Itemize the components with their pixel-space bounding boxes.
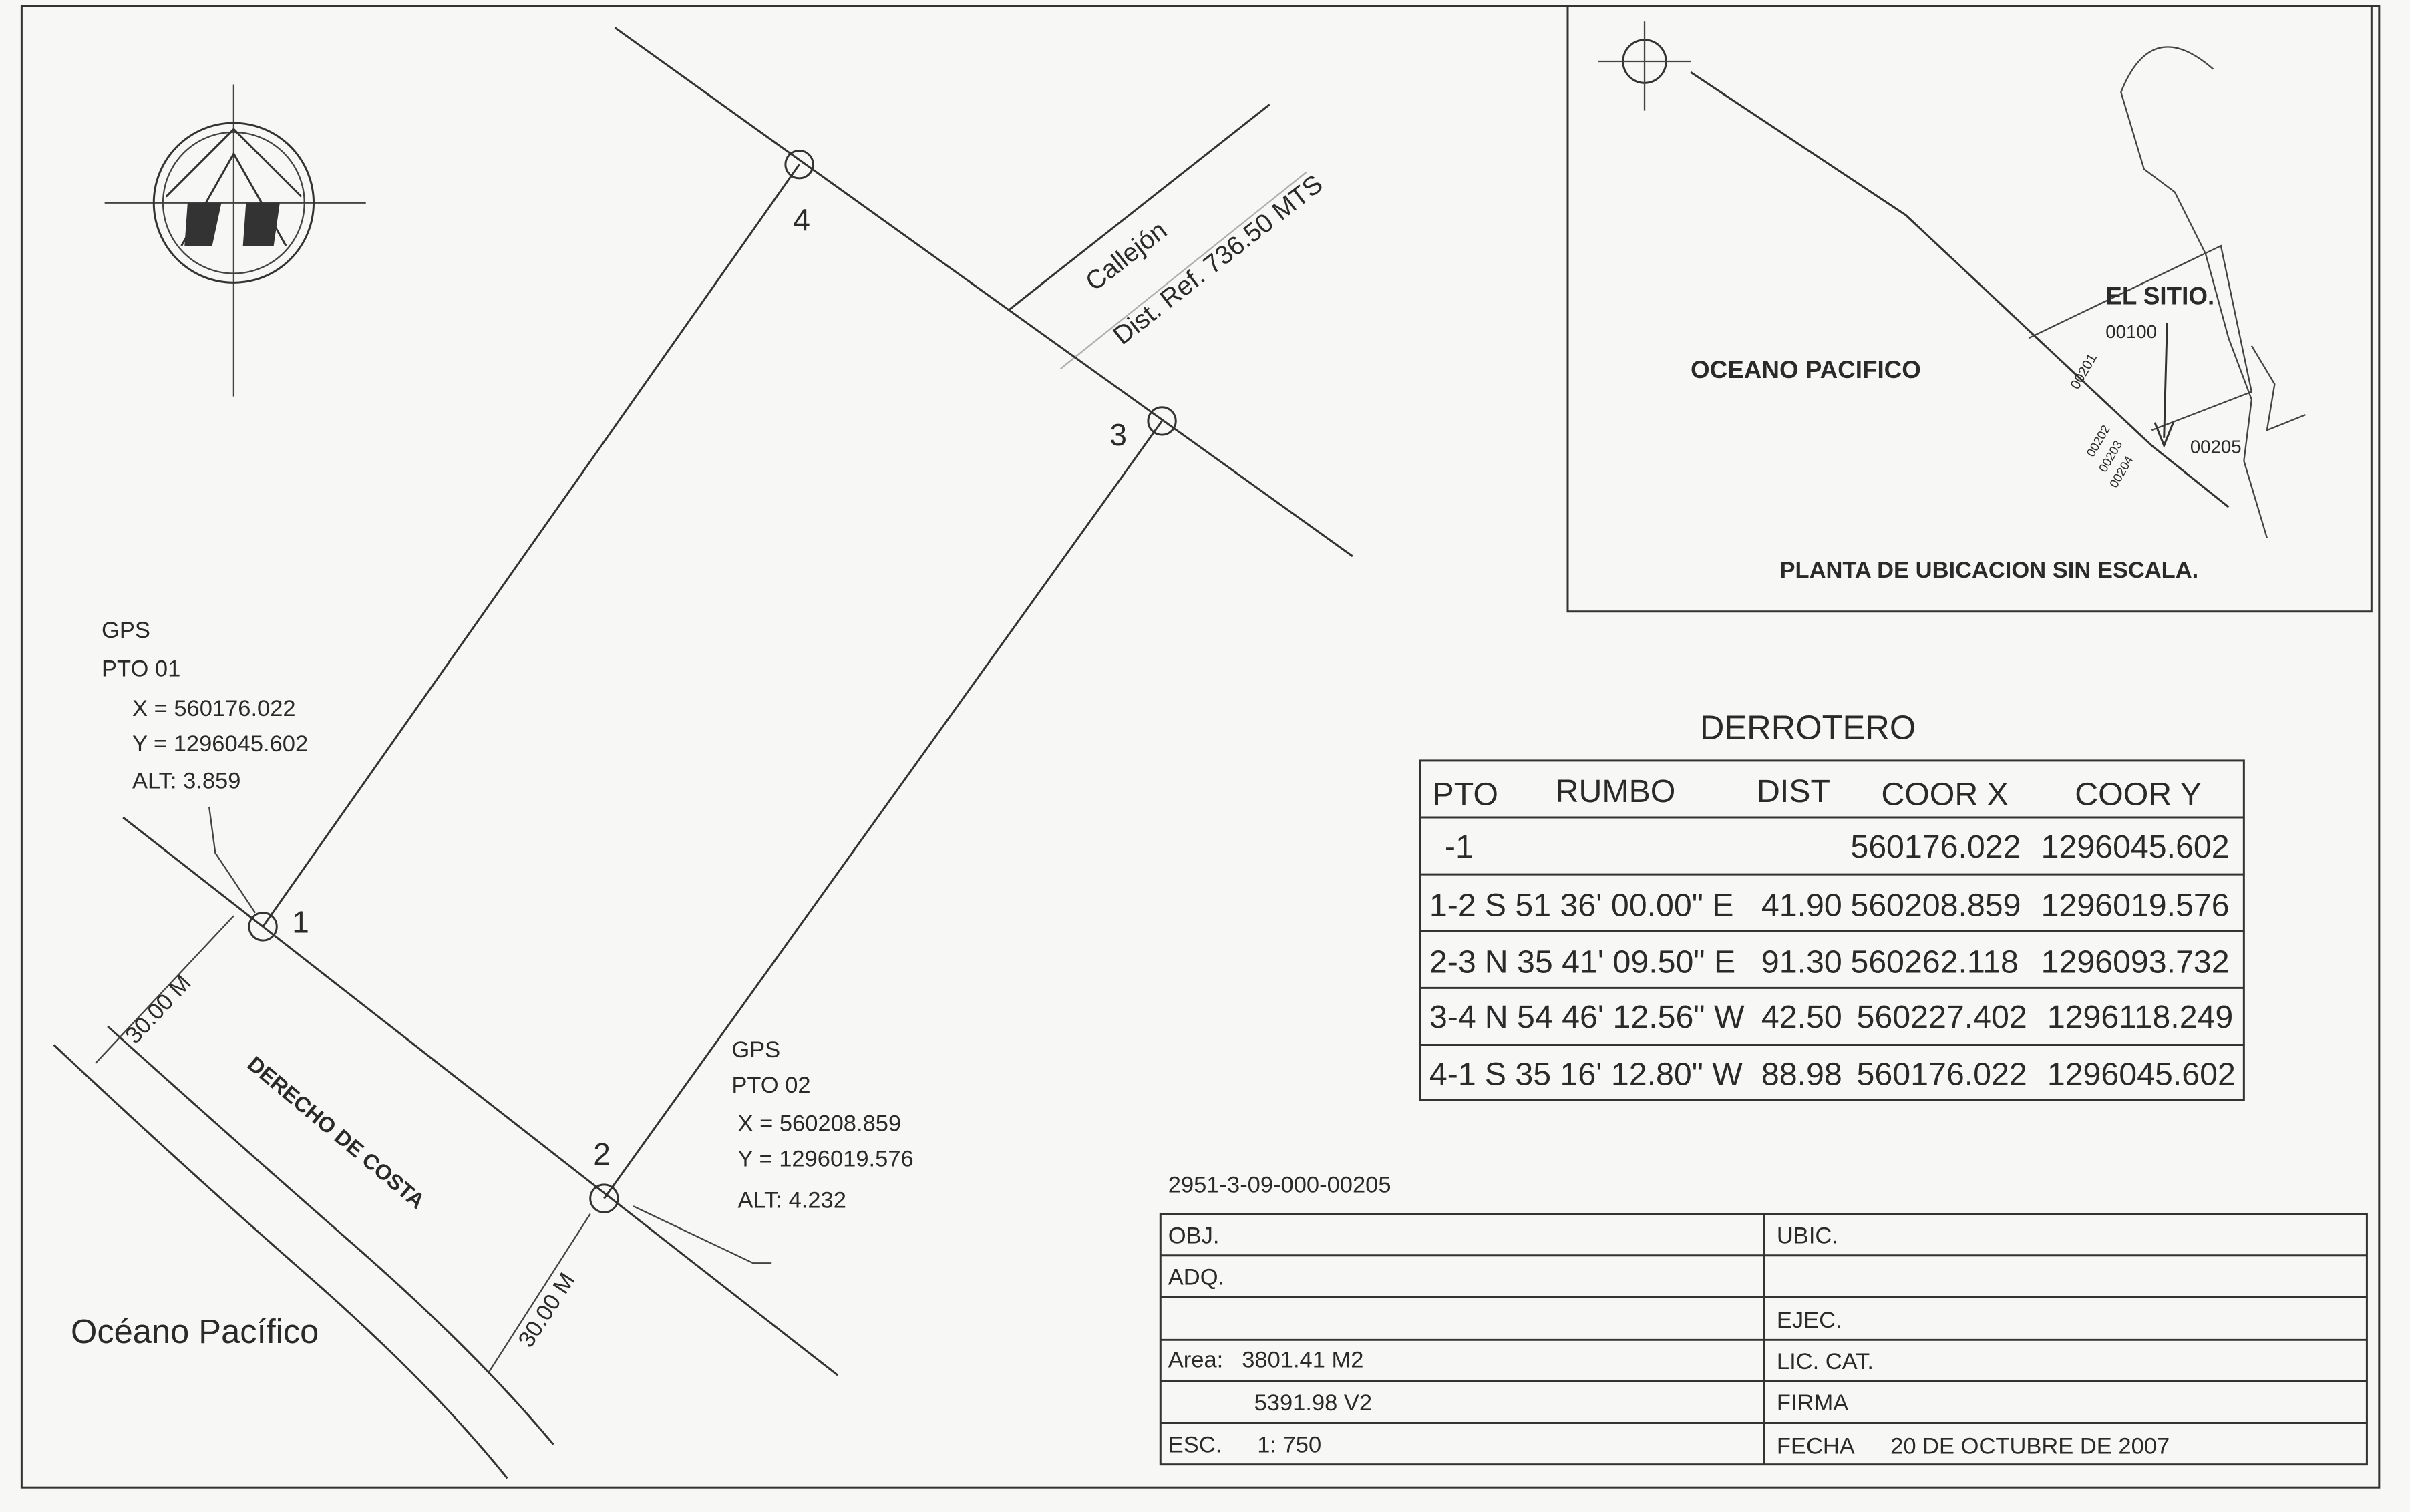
area-m2-value: 3801.41 M2 — [1242, 1348, 1363, 1373]
header-rumbo: RUMBO — [1556, 773, 1676, 809]
esc-label: ESC. — [1168, 1432, 1222, 1457]
lot-boundary — [53, 27, 1353, 1479]
ubic-label: UBIC. — [1777, 1223, 1838, 1248]
sheet-border — [20, 5, 2381, 1489]
table-row: 2-3 N 35 41' 09.50" E 91.30 560262.118 1… — [1429, 944, 2230, 980]
row-pto: -1 — [1445, 829, 1474, 865]
lic-cat-label: LIC. CAT. — [1777, 1349, 1874, 1374]
gps1-y: Y = 1296045.602 — [132, 731, 308, 757]
point-3-label: 3 — [1109, 417, 1127, 452]
offset-dimension-1 — [94, 915, 234, 1064]
row-y: 1296019.576 — [2041, 887, 2230, 923]
row-dist: 88.98 — [1761, 1056, 1842, 1092]
fecha-value: 20 DE OCTUBRE DE 2007 — [1890, 1434, 2170, 1459]
header-dist: DIST — [1757, 773, 1830, 809]
ocean-label: Océano Pacífico — [71, 1312, 319, 1350]
table-row: 1-2 S 51 36' 00.00" E 41.90 560208.859 1… — [1429, 887, 2230, 923]
header-coor-x: COOR X — [1881, 777, 2009, 813]
gps2-x: X = 560208.859 — [738, 1111, 902, 1136]
north-arrow-icon — [104, 84, 366, 397]
table-row: -1 560176.022 1296045.602 — [1445, 829, 2230, 865]
lot-00100: 00100 — [2105, 321, 2157, 342]
gps2-title: GPS — [731, 1037, 780, 1063]
row-y: 1296045.602 — [2047, 1056, 2236, 1092]
row-rumbo: N 54 46' 12.56" W — [1485, 999, 1745, 1035]
row-x: 560227.402 — [1857, 999, 2027, 1035]
area-v2-value: 5391.98 V2 — [1254, 1390, 1373, 1416]
row-rumbo: S 51 36' 00.00" E — [1485, 887, 1734, 923]
adq-label: ADQ. — [1168, 1264, 1224, 1290]
derrotero-title: DERROTERO — [1700, 709, 1916, 747]
row-y: 1296118.249 — [2047, 999, 2233, 1035]
point-markers — [248, 149, 1177, 1213]
point-2-marker — [589, 1183, 619, 1213]
firma-label: FIRMA — [1777, 1390, 1848, 1416]
point-1-label: 1 — [292, 905, 309, 940]
lot-00205: 00205 — [2190, 437, 2242, 457]
table-row: 3-4 N 54 46' 12.56" W 42.50 560227.402 1… — [1429, 999, 2233, 1035]
row-pto: 4-1 — [1429, 1056, 1476, 1092]
point-2-label: 2 — [593, 1137, 611, 1171]
gps2-pto: PTO 02 — [731, 1073, 810, 1098]
derecho-de-costa-label: DERECHO DE COSTA — [243, 1052, 429, 1213]
gps2-y: Y = 1296019.576 — [738, 1146, 914, 1171]
row-dist: 41.90 — [1761, 887, 1842, 923]
row-x: 560176.022 — [1857, 1056, 2027, 1092]
row-x: 560262.118 — [1850, 944, 2019, 980]
inset-caption: PLANTA DE UBICACION SIN ESCALA. — [1780, 558, 2199, 583]
inset-north-arrow-icon — [1598, 21, 1691, 111]
title-block: 2951-3-09-000-00205 OBJ. UBIC. ADQ. EJEC… — [1159, 1172, 2368, 1466]
area-label: Area: — [1168, 1348, 1223, 1373]
row-y: 1296045.602 — [2041, 829, 2230, 865]
row-dist: 42.50 — [1761, 999, 1842, 1035]
esc-value: 1: 750 — [1257, 1432, 1321, 1457]
offset-dimension-2 — [488, 1213, 591, 1373]
row-rumbo: S 35 16' 12.80" W — [1485, 1056, 1743, 1092]
table-row: 4-1 S 35 16' 12.80" W 88.98 560176.022 1… — [1429, 1056, 2236, 1092]
row-pto: 2-3 — [1429, 944, 1476, 980]
gps2-alt: ALT: 4.232 — [738, 1187, 846, 1213]
point-4-label: 4 — [793, 202, 810, 237]
table-header-row: PTO RUMBO DIST COOR X COOR Y — [1433, 773, 2202, 813]
row-x: 560208.859 — [1850, 887, 2021, 923]
offset-1-label: 30.00 M — [121, 970, 196, 1049]
row-dist: 91.30 — [1761, 944, 1842, 980]
row-y: 1296093.732 — [2041, 944, 2230, 980]
callejon-label: Callejón — [1080, 216, 1172, 297]
gps-pto-02: GPS PTO 02 X = 560208.859 Y = 1296019.57… — [633, 1037, 914, 1264]
gps1-pto: PTO 01 — [102, 656, 180, 681]
row-rumbo: N 35 41' 09.50" E — [1485, 944, 1735, 980]
el-sitio-label: EL SITIO. — [2105, 282, 2214, 310]
inset-ocean-label: OCEANO PACIFICO — [1691, 356, 1921, 383]
location-inset: OCEANO PACIFICO EL SITIO. 00100 00201 00… — [1566, 5, 2373, 613]
point-4-marker — [784, 149, 814, 180]
gps1-title: GPS — [102, 618, 150, 643]
obj-label: OBJ. — [1168, 1223, 1220, 1248]
fecha-label: FECHA — [1777, 1434, 1855, 1459]
point-1-marker — [248, 912, 278, 942]
gps1-alt: ALT: 3.859 — [132, 768, 240, 793]
ejec-label: EJEC. — [1777, 1308, 1842, 1333]
cadastral-code: 2951-3-09-000-00205 — [1168, 1172, 1391, 1197]
row-pto: 1-2 — [1429, 887, 1476, 923]
header-pto: PTO — [1433, 777, 1498, 813]
derrotero-table: DERROTERO PTO RUMBO DIST COOR X COOR Y -… — [1419, 709, 2245, 1101]
row-pto: 3-4 — [1429, 999, 1476, 1035]
gps-pto-01: GPS PTO 01 X = 560176.022 Y = 1296045.60… — [102, 618, 308, 914]
row-x: 560176.022 — [1850, 829, 2021, 865]
header-coor-y: COOR Y — [2075, 777, 2202, 813]
point-3-marker — [1147, 406, 1177, 436]
gps1-x: X = 560176.022 — [132, 696, 296, 721]
